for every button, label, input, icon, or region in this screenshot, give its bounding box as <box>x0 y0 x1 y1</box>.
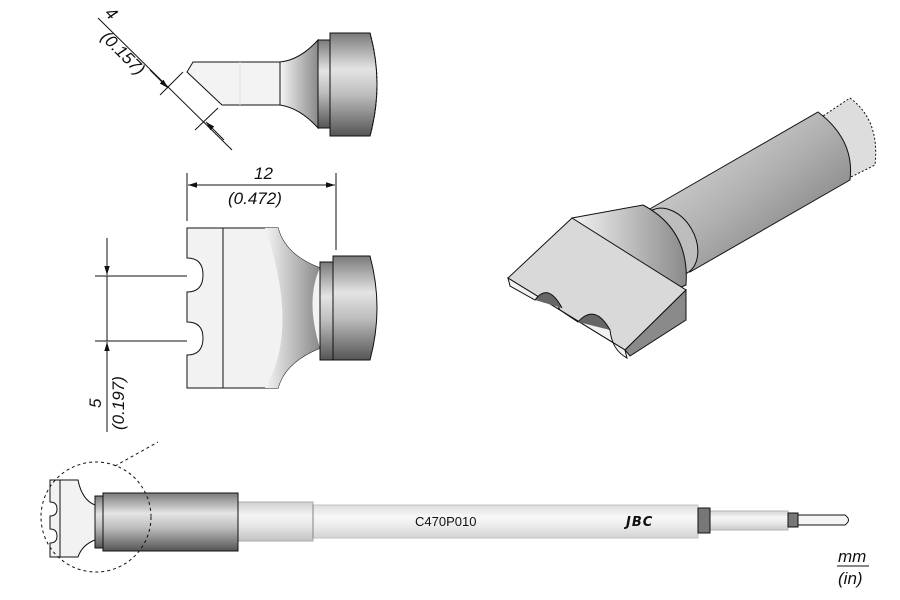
top-view <box>186 32 378 137</box>
units-primary: mm <box>838 547 866 566</box>
chamfer-mm: 4 <box>101 3 121 23</box>
width-dimension <box>186 173 337 250</box>
pitch-dimension <box>95 238 187 432</box>
tip-shaft-1 <box>237 501 314 542</box>
pitch-in: (0.197) <box>109 376 128 430</box>
width-mm: 12 <box>254 164 273 183</box>
units-secondary: (in) <box>838 569 863 588</box>
width-in: (0.472) <box>228 189 282 208</box>
side-view <box>186 227 378 389</box>
detail-circle <box>40 461 152 573</box>
flange-top <box>317 39 331 129</box>
chamfer-in: (0.157) <box>97 27 149 79</box>
flange-side <box>319 261 334 361</box>
brand-logo: JBC <box>623 515 653 530</box>
isometric-view <box>507 97 877 359</box>
tip-blade <box>49 479 96 558</box>
pitch-mm: 5 <box>86 398 105 408</box>
chamfer-dimension <box>97 17 233 151</box>
head-side <box>332 255 378 361</box>
head-top <box>329 32 378 137</box>
tip-model: C470P010 <box>415 514 476 529</box>
tip-sleeve <box>102 492 239 552</box>
full-tip <box>40 441 849 573</box>
blade-top <box>186 61 281 106</box>
neck-top <box>279 38 319 130</box>
blade-side-face <box>624 288 687 357</box>
